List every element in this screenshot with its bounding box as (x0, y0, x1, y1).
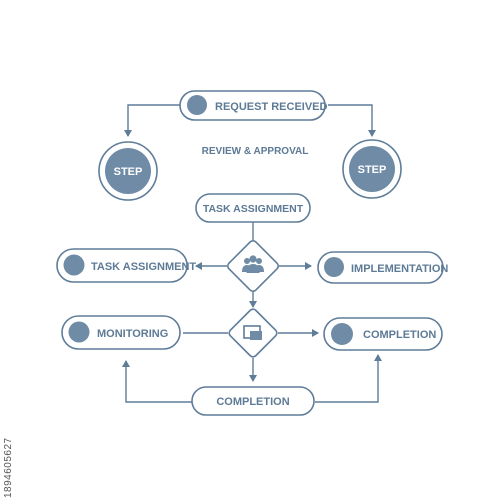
step-left-label: STEP (114, 166, 143, 178)
step-right-node: STEP (342, 139, 402, 199)
monitoring-label: MONITORING (97, 328, 168, 340)
stock-id-text: 1894605627 (3, 437, 14, 498)
step-right-label: STEP (358, 164, 387, 176)
task-assignment-left-node: TASK ASSIGNMENT (56, 248, 196, 283)
completion-bottom-node: COMPLETION (191, 386, 315, 416)
bullet-dot-icon (68, 321, 90, 343)
edge-request-to-step-left (124, 104, 180, 137)
decision-diamond-2 (228, 308, 278, 358)
completion-right-node: COMPLETION (323, 317, 443, 351)
task-assignment-left-label: TASK ASSIGNMENT (91, 261, 196, 273)
review-approval-label: REVIEW & APPROVAL (202, 146, 309, 157)
task-assignment-top-node: TASK ASSIGNMENT (195, 193, 311, 223)
bullet-dot-icon (324, 257, 344, 277)
edge-completion-to-monitoring (122, 360, 192, 403)
completion-bottom-label: COMPLETION (216, 396, 289, 408)
task-assignment-top-label: TASK ASSIGNMENT (203, 203, 304, 215)
window-screen-icon (243, 325, 262, 340)
bullet-dot-icon (187, 95, 207, 115)
request-received-node: REQUEST RECEIVED (179, 90, 328, 121)
completion-right-label: COMPLETION (363, 329, 436, 341)
monitoring-node: MONITORING (61, 315, 181, 350)
bullet-dot-icon (63, 254, 85, 276)
step-left-node: STEP (98, 141, 158, 201)
implementation-label: IMPLEMENTATION (351, 263, 448, 275)
decision-diamond-1 (226, 239, 280, 293)
edge-request-to-step-right (328, 104, 376, 137)
edge-completion-to-completion-right (315, 354, 382, 403)
people-group-icon (242, 255, 264, 273)
connectors (122, 104, 382, 403)
request-received-label: REQUEST RECEIVED (215, 101, 328, 113)
bullet-dot-icon (331, 323, 353, 345)
implementation-node: IMPLEMENTATION (317, 251, 448, 284)
